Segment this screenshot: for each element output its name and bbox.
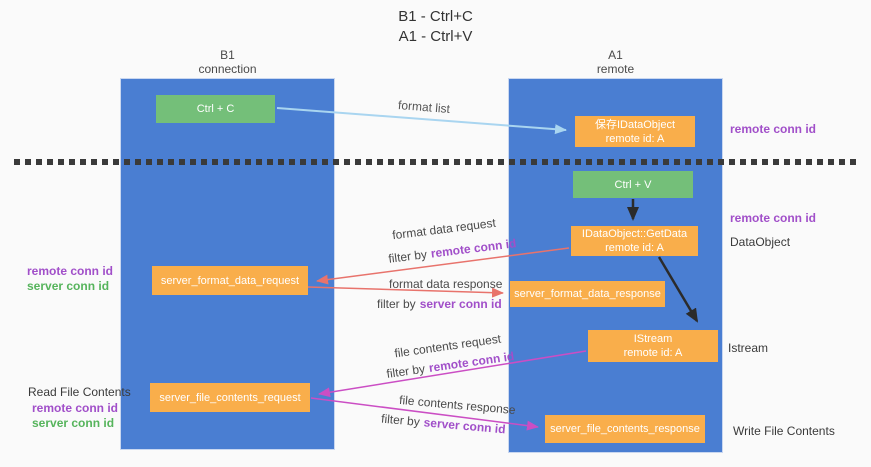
node-getdata-line2: remote id: A: [605, 242, 664, 254]
node-istream-line1: IStream: [633, 333, 673, 345]
node-ctrl-c-label: Ctrl + C: [196, 103, 235, 115]
filter-prefix: filter by: [380, 411, 421, 429]
node-file-response-label: server_file_contents_response: [550, 423, 700, 435]
node-server-file-contents-response: server_file_contents_response: [545, 415, 705, 443]
title-line-2: A1 - Ctrl+V: [398, 28, 473, 45]
node-istream: IStream remote id: A: [588, 330, 718, 362]
filter-key: server conn id: [423, 415, 507, 437]
filter-key: server conn id: [419, 297, 502, 311]
title-line-1: B1 - Ctrl+C: [398, 8, 473, 25]
node-save-idataobject-line1: 保存IDataObject: [594, 118, 676, 131]
lane-a1-subtitle: remote: [596, 62, 635, 76]
node-server-file-contents-request: server_file_contents_request: [150, 383, 310, 412]
filter-key: remote conn id: [429, 236, 518, 261]
lane-header-a1: A1 remote: [508, 48, 723, 76]
node-ctrl-v: Ctrl + V: [573, 171, 693, 198]
node-server-format-data-response: server_format_data_response: [510, 281, 665, 307]
node-file-request-label: server_file_contents_request: [159, 391, 301, 404]
annotation-conn-ids-bottom: remote conn id server conn id: [32, 401, 118, 431]
flow-label-format-list: format list: [397, 97, 451, 117]
flow-label-file-contents-response: file contents response: [398, 392, 517, 418]
node-save-idataobject-line2: remote id: A: [605, 132, 665, 145]
annotation-conn-ids-top: remote conn id server conn id: [27, 264, 113, 294]
dashed-separator: [14, 159, 859, 165]
lane-a1-title: A1: [608, 48, 623, 62]
node-idataobject-getdata: IDataObject::GetData remote id: A: [571, 226, 698, 256]
node-getdata-line1: IDataObject::GetData: [581, 228, 688, 240]
annotation-write-file-contents: Write File Contents: [733, 424, 835, 438]
lane-b1-subtitle: connection: [198, 62, 257, 76]
annotation-server-conn-id-left-top: server conn id: [27, 279, 110, 293]
node-format-request-label: server_format_data_request: [160, 274, 300, 287]
node-save-idataobject: 保存IDataObject remote id: A: [575, 116, 695, 147]
node-ctrl-v-label: Ctrl + V: [614, 178, 652, 191]
lane-header-b1: B1 connection: [120, 48, 335, 76]
annotation-dataobject: DataObject: [730, 235, 791, 249]
node-server-format-data-request: server_format_data_request: [152, 266, 308, 295]
lane-b1-title: B1: [220, 48, 235, 62]
node-istream-line2: remote id: A: [623, 347, 683, 359]
annotation-remote-conn-id-top: remote conn id: [730, 122, 817, 136]
filter-prefix: filter by: [377, 297, 416, 311]
annotation-remote-conn-id-left-bottom: remote conn id: [32, 401, 119, 415]
node-format-response-label: server_format_data_response: [514, 288, 661, 300]
filter-prefix: filter by: [387, 247, 428, 266]
flow-label-format-data-response: format data response: [389, 277, 503, 291]
annotation-remote-conn-id-mid: remote conn id: [730, 211, 817, 225]
annotation-remote-conn-id-left-top: remote conn id: [27, 264, 114, 278]
annotation-server-conn-id-left-bottom: server conn id: [32, 416, 115, 430]
filter-prefix: filter by: [385, 361, 426, 381]
annotation-istream: Istream: [728, 341, 769, 355]
diagram-title: B1 - Ctrl+C A1 - Ctrl+V: [0, 7, 871, 47]
node-ctrl-c: Ctrl + C: [156, 95, 275, 123]
annotation-read-file-contents: Read File Contents: [28, 385, 131, 399]
flow-label-format-data-request: format data request: [391, 215, 497, 243]
